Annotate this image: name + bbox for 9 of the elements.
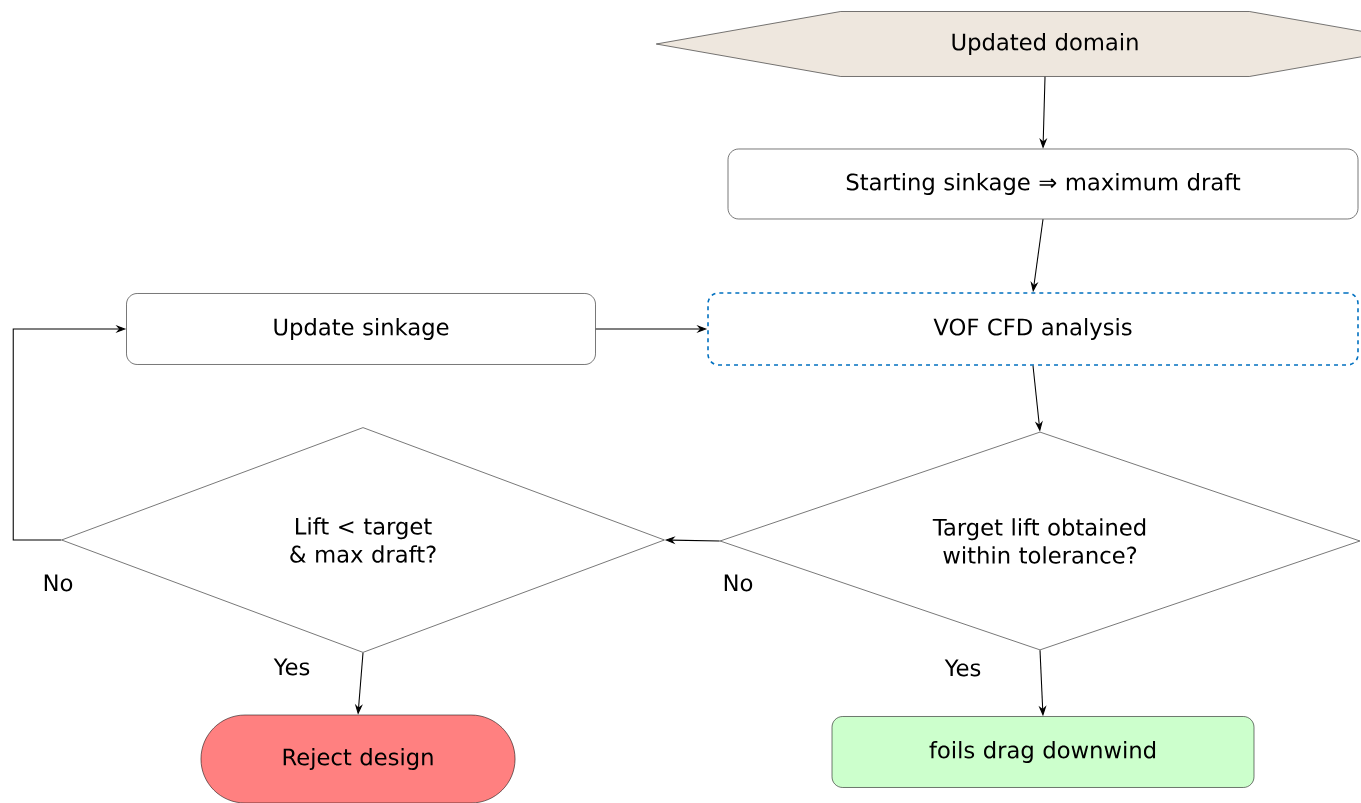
edge-label: No — [721, 573, 755, 593]
process-box: VOF CFD analysis — [707, 292, 1359, 366]
terminal-box: Reject design — [200, 714, 516, 803]
edge-label: Yes — [272, 657, 312, 677]
process-box: Starting sinkage ⇒ maximum draft — [727, 148, 1359, 220]
process-box: foils drag downwind — [831, 716, 1255, 788]
edge-label: Yes — [943, 658, 983, 678]
process-box: Update sinkage — [126, 293, 596, 365]
terminal-hexagon: Updated domain — [655, 11, 1361, 77]
